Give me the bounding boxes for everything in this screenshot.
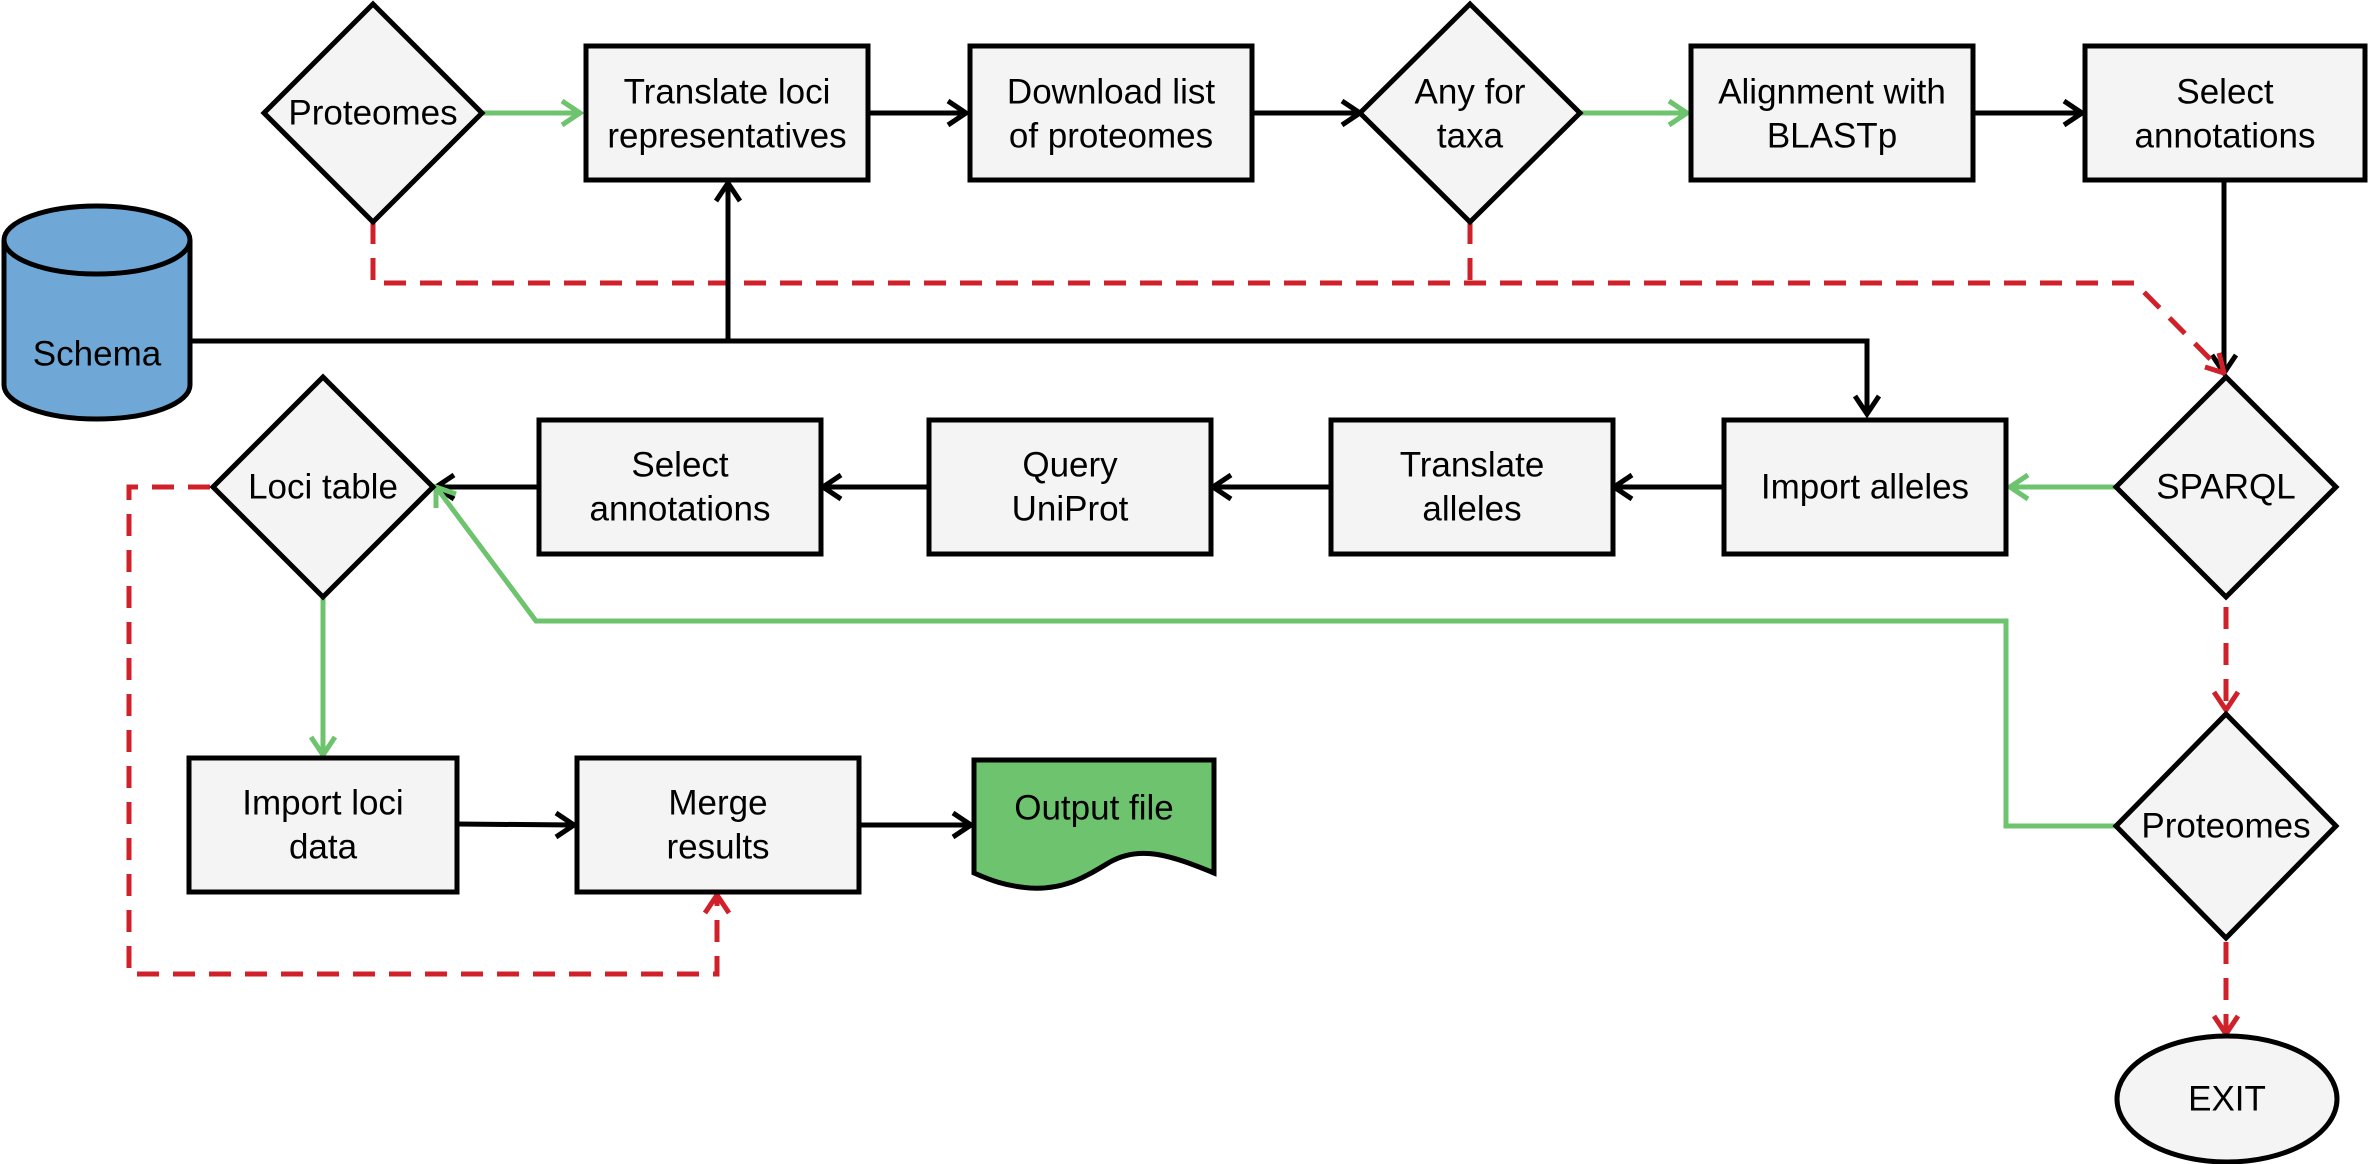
edge-sparql-to-import-alleles [2005, 472, 2118, 502]
node-import-loci-data-line-1: Import loci [242, 784, 403, 823]
node-translate-alleles-line-2: alleles [1422, 490, 1521, 529]
edge-proteomes-to-translate-loci [480, 98, 585, 128]
edge-alignment-to-select-annotations [1972, 98, 2087, 128]
node-select-annotations-top: Select annotations [2082, 43, 2368, 183]
node-translate-alleles: Translate alleles [1328, 417, 1616, 557]
edge-import-alleles-to-translate-alleles [1609, 472, 1724, 502]
node-exit: EXIT [2114, 1033, 2340, 1164]
node-sparql: SPARQL [2112, 373, 2340, 601]
edge-import-loci-data-to-merge-results [456, 810, 579, 840]
node-import-alleles: Import alleles [1721, 417, 2009, 557]
node-translate-loci: Translate loci representatives [583, 43, 871, 183]
edge-sparql-to-proteomes-bottom [2211, 607, 2241, 715]
node-loci-table-label: Loci table [248, 468, 398, 507]
node-output-file-label: Output file [1014, 789, 1174, 828]
node-any-for-taxa-line-2: taxa [1437, 117, 1504, 156]
node-query-uniprot: Query UniProt [926, 417, 1214, 557]
node-select-annotations-mid: Select annotations [536, 417, 824, 557]
node-import-loci-data-line-2: data [289, 828, 358, 867]
edge-select-annotations-to-loci-table [431, 472, 539, 502]
node-import-alleles-label: Import alleles [1761, 468, 1969, 507]
node-loci-table: Loci table [209, 373, 437, 601]
edge-download-list-to-any-for-taxa [1252, 98, 1365, 128]
node-query-uniprot-line-2: UniProt [1012, 490, 1129, 529]
node-merge-results-line-1: Merge [668, 784, 767, 823]
node-any-for-taxa: Any for taxa [1356, 0, 1584, 226]
edge-proteomes-bottom-to-exit [2211, 942, 2241, 1039]
edge-loci-table-to-merge-results [126, 484, 732, 977]
edge-schema-connections [190, 178, 1882, 419]
node-any-for-taxa-line-1: Any for [1415, 73, 1526, 112]
node-proteomes-bottom-label: Proteomes [2141, 807, 2310, 846]
node-query-uniprot-line-1: Query [1022, 446, 1118, 485]
node-alignment-blastp: Alignment with BLASTp [1688, 43, 1976, 183]
node-select-annotations-top-line-1: Select [2176, 73, 2274, 112]
edge-select-annotations-to-sparql [2209, 181, 2239, 378]
node-import-loci-data: Import loci data [186, 755, 460, 895]
node-select-annotations-mid-line-2: annotations [590, 490, 771, 529]
edge-translate-loci-to-download-list [868, 98, 971, 128]
node-alignment-blastp-line-2: BLASTp [1767, 117, 1897, 156]
node-download-list-line-1: Download list [1007, 73, 1215, 112]
node-proteomes-top: Proteomes [260, 0, 486, 226]
node-merge-results-line-2: results [666, 828, 769, 867]
node-download-list: Download list of proteomes [967, 43, 1255, 183]
node-proteomes-top-label: Proteomes [288, 94, 457, 133]
edge-loci-table-to-import-loci-data [308, 597, 338, 760]
edge-translate-alleles-to-query-uniprot [1208, 472, 1331, 502]
node-download-list-line-2: of proteomes [1009, 117, 1213, 156]
node-select-annotations-mid-line-1: Select [631, 446, 729, 485]
node-schema-label: Schema [33, 335, 162, 374]
node-select-annotations-top-line-2: annotations [2135, 117, 2316, 156]
node-proteomes-bottom: Proteomes [2112, 710, 2340, 942]
node-translate-loci-line-1: Translate loci [624, 73, 831, 112]
node-translate-alleles-line-1: Translate [1400, 446, 1545, 485]
node-output-file: Output file [971, 757, 1217, 891]
edge-red-dashed-to-sparql [370, 222, 2228, 377]
edge-merge-results-to-output-file [860, 810, 976, 840]
node-merge-results: Merge results [574, 755, 862, 895]
node-alignment-blastp-line-1: Alignment with [1718, 73, 1946, 112]
edge-any-for-taxa-to-alignment [1580, 98, 1692, 128]
node-sparql-label: SPARQL [2156, 468, 2295, 507]
node-schema: Schema [1, 203, 193, 422]
node-translate-loci-line-2: representatives [607, 117, 846, 156]
edge-query-uniprot-to-select-annotations [818, 472, 929, 502]
node-exit-label: EXIT [2188, 1080, 2266, 1119]
